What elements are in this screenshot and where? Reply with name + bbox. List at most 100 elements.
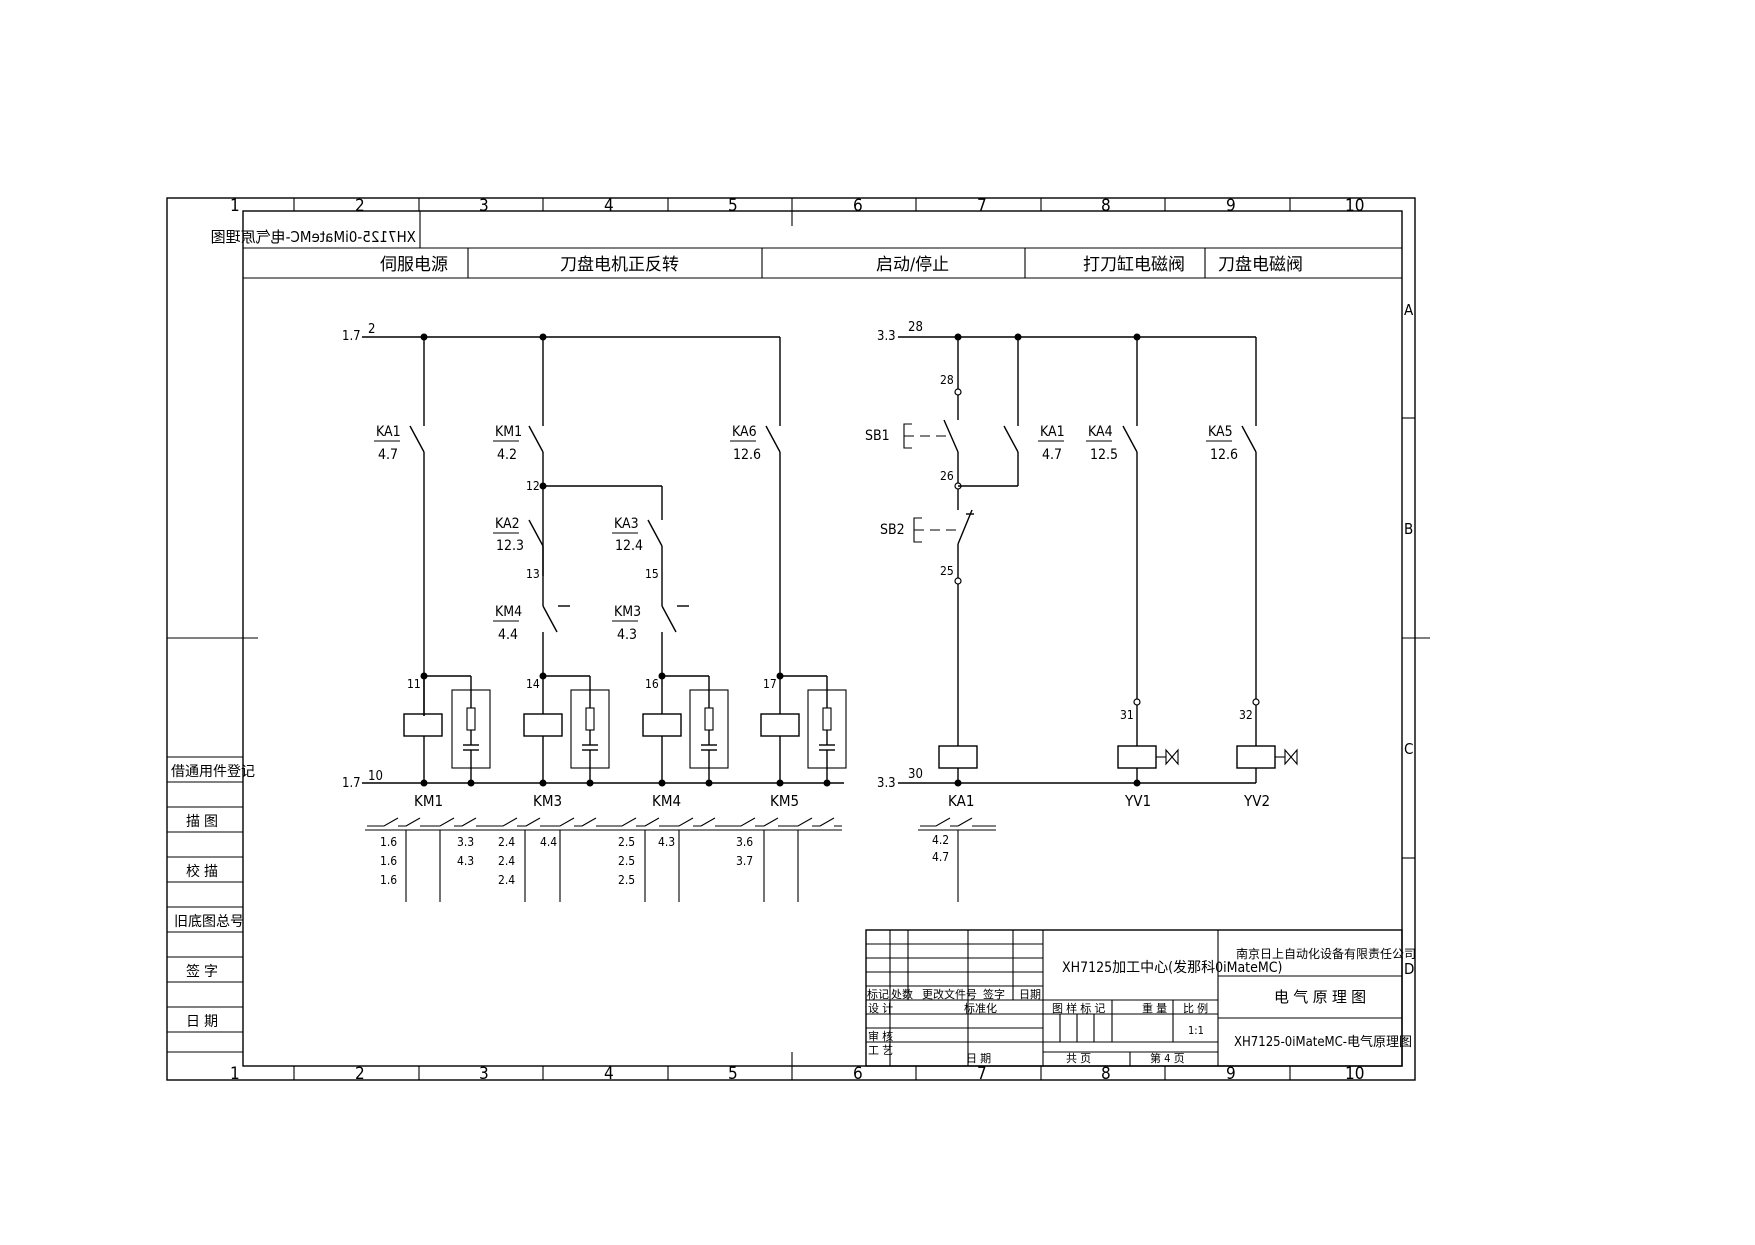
- role-label: 审 核: [868, 1029, 893, 1043]
- contact-km3-ref: 4.3: [617, 627, 637, 643]
- rev-header: 更改文件号: [922, 987, 977, 1001]
- contact-km4-ref: 4.4: [498, 627, 518, 643]
- left-circuit: 1.7 2 KA1 4.7 11 KM1 4.2 12 KA2 12.3 13: [342, 322, 847, 902]
- xref-values: 1.6 1.6 1.6 3.3 4.3 2.4 2.4 2.4 4.4 2.5 …: [380, 835, 753, 887]
- contact-km1-name: KM1: [495, 424, 522, 440]
- xref-tables: [365, 817, 842, 902]
- xref: 2.4: [498, 873, 515, 887]
- xref: 2.4: [498, 854, 515, 868]
- section-turret-motor: 刀盘电机正反转: [560, 255, 679, 275]
- bottom-rail-wire-right: 30: [908, 767, 923, 782]
- xref: 2.4: [498, 835, 515, 849]
- contact-ka6-ref: 12.6: [733, 447, 761, 463]
- col-label: 7: [977, 196, 987, 216]
- top-rail-ref-right: 3.3: [877, 329, 896, 344]
- wire-16: 16: [645, 677, 659, 691]
- coil-km1: [403, 675, 491, 787]
- wire-11: 11: [407, 677, 421, 691]
- sheet-number: 第 4 页: [1150, 1051, 1185, 1065]
- section-tool-clamp-valve: 打刀缸电磁阀: [1083, 254, 1185, 275]
- button-sb1: SB1: [865, 428, 890, 444]
- contact-ka3-ref: 12.4: [615, 538, 643, 554]
- wire-32: 32: [1239, 708, 1253, 722]
- xref: 3.6: [736, 835, 753, 849]
- contact-ka1-ref: 4.7: [378, 447, 398, 463]
- coil-label-km3: KM3: [533, 792, 562, 810]
- row-letters: A B C D: [1404, 301, 1414, 978]
- top-rail-ref: 1.7: [342, 329, 361, 344]
- column-numbers-top: 1 2 3 4 5 6 7 8 9 10: [230, 196, 1364, 216]
- col-label: 1: [230, 196, 240, 216]
- rev-header: 处数: [891, 988, 913, 1001]
- button-sb2: SB2: [880, 522, 905, 538]
- col-label: 4: [604, 1064, 614, 1084]
- col-label: 4: [604, 196, 614, 216]
- section-servo-power: 伺服电源: [380, 255, 448, 275]
- mid-label: 标准化: [964, 1001, 997, 1015]
- col-label: 8: [1101, 196, 1111, 216]
- bottom-rail-ref-right: 3.3: [877, 776, 896, 791]
- wire-15: 15: [645, 567, 659, 581]
- xref: 4.4: [540, 835, 557, 849]
- col-label: 9: [1226, 1064, 1236, 1084]
- drawing-title: XH7125加工中心(发那科0iMateMC): [1062, 960, 1282, 976]
- top-rail-wire-right: 28: [908, 320, 923, 335]
- contact-ka3-name: KA3: [614, 516, 639, 532]
- role-label: 工 艺: [868, 1044, 893, 1057]
- col-label: 2: [355, 1064, 365, 1084]
- xref: 2.5: [618, 835, 635, 849]
- coil-km5: [760, 675, 847, 787]
- wire-17: 17: [763, 677, 777, 691]
- weight-label: 重 量: [1142, 1001, 1167, 1015]
- col-label: 5: [728, 196, 738, 216]
- contact-ka4-ref: 12.5: [1090, 447, 1118, 463]
- register-label: 描 图: [186, 814, 218, 830]
- col-label: 1: [230, 1064, 240, 1084]
- load-label-ka1: KA1: [948, 792, 974, 810]
- col-label: 10: [1345, 196, 1364, 216]
- col-label: 6: [853, 1064, 863, 1084]
- register-label: 借通用件登记: [171, 764, 255, 780]
- top-rail-wire: 2: [368, 322, 375, 337]
- section-turret-valve: 刀盘电磁阀: [1218, 255, 1303, 275]
- wire-28-lower: 28: [940, 373, 954, 387]
- wire-31: 31: [1120, 708, 1134, 722]
- section-header: 伺服电源 刀盘电机正反转 启动/停止 打刀缸电磁阀 刀盘电磁阀: [243, 248, 1402, 279]
- scale-value: 1:1: [1188, 1024, 1204, 1037]
- inner-frame: [242, 210, 1403, 1067]
- coil-label-km5: KM5: [770, 792, 799, 810]
- xref: 4.7: [932, 850, 949, 864]
- contact-ka1-hold-name: KA1: [1040, 424, 1065, 440]
- coil-label-km1: KM1: [414, 792, 443, 810]
- company-name: 南京日上自动化设备有限责任公司: [1236, 946, 1416, 961]
- load-label-yv2: YV2: [1243, 792, 1270, 810]
- mirrored-title-box: XH7125-0iMateMC-电气原理图: [211, 211, 1402, 249]
- left-register: 借通用件登记 描 图 校 描 旧底图总号 签 字 日 期: [167, 756, 255, 1053]
- right-circuit: 3.3 28 28 SB1 26 SB2 25 KA1: [865, 320, 1298, 902]
- col-label: 3: [479, 1064, 489, 1084]
- column-numbers-bottom: 1 2 3 4 5 6 7 8 9 10: [230, 1064, 1364, 1084]
- contact-ka1-name: KA1: [376, 424, 401, 440]
- col-label: 7: [977, 1064, 987, 1084]
- xref: 1.6: [380, 873, 397, 887]
- xref: 2.5: [618, 873, 635, 887]
- xref: 4.3: [457, 854, 474, 868]
- outer-frame: [166, 197, 1416, 1081]
- stage-label: 图 样 标 记: [1052, 1001, 1105, 1015]
- col-label: 10: [1345, 1064, 1364, 1084]
- bottom-rail-wire: 10: [368, 769, 383, 784]
- contact-ka2-name: KA2: [495, 516, 520, 532]
- row-label: C: [1404, 740, 1413, 758]
- col-label: 9: [1226, 196, 1236, 216]
- mid-label: 日 期: [966, 1052, 991, 1065]
- drawing-number: XH7125-0iMateMC-电气原理图: [1234, 1034, 1412, 1050]
- xref: 3.3: [457, 835, 474, 849]
- rev-header: 日期: [1019, 988, 1041, 1001]
- contact-km1-ref: 4.2: [497, 447, 517, 463]
- contact-ka5-ref: 12.6: [1210, 447, 1238, 463]
- scale-label: 比 例: [1183, 1001, 1208, 1015]
- contact-ka1-hold-ref: 4.7: [1042, 447, 1062, 463]
- register-label: 旧底图总号: [174, 914, 244, 930]
- wire-12: 12: [526, 479, 540, 493]
